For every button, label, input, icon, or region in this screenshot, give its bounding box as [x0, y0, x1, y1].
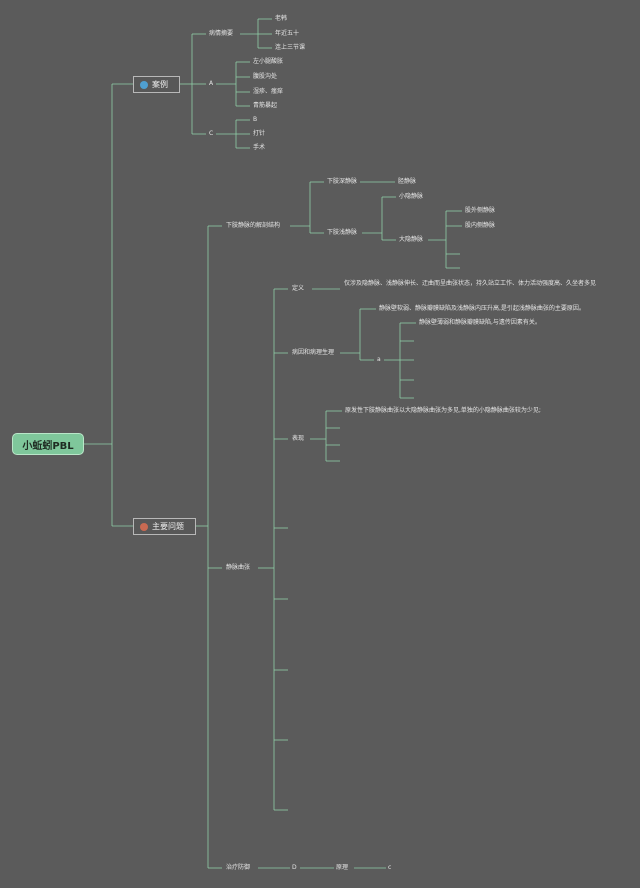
node-a[interactable]: A — [209, 80, 214, 87]
flag-icon — [140, 522, 148, 531]
node-great-saphenous[interactable]: 大隐静脉 — [399, 236, 424, 243]
node-a-item[interactable]: 腹股沟处 — [253, 73, 278, 80]
topic-case-label: 案例 — [152, 80, 168, 89]
node-great-saphenous-item[interactable]: 股内侧静脉 — [465, 222, 496, 229]
node-c-item[interactable]: B — [253, 116, 258, 123]
node-presentation-text[interactable]: 原发性下肢静脉曲张以大隐静脉曲张为多见,单独的小隐静脉曲张较为少见; — [345, 407, 541, 414]
node-c-item[interactable]: 手术 — [253, 144, 266, 151]
node-a-item[interactable]: 左小腿酸胀 — [253, 58, 284, 65]
topic-issues-label: 主要问题 — [152, 522, 184, 531]
node-presentation[interactable]: 表现 — [292, 435, 305, 442]
node-etiology[interactable]: 病因和病理生理 — [292, 349, 335, 356]
node-deep-vein-child[interactable]: 胫静脉 — [398, 178, 417, 185]
node-great-saphenous-item[interactable]: 股外侧静脉 — [465, 207, 496, 214]
node-a-item[interactable]: 青筋暴起 — [253, 102, 278, 109]
node-etiology-sub[interactable]: a — [377, 356, 381, 363]
node-superficial-vein[interactable]: 下肢浅静脉 — [327, 229, 358, 236]
node-history-item[interactable]: 年近五十 — [275, 30, 300, 37]
node-anatomy[interactable]: 下肢静脉的解剖结构 — [226, 222, 281, 229]
node-treatment[interactable]: 治疗防御 — [226, 864, 251, 871]
node-etiology-subtext[interactable]: 静脉壁薄弱和静脉瓣膜缺陷,与遗传因素有关。 — [419, 319, 541, 326]
topic-issues[interactable]: 主要问题 — [133, 518, 196, 535]
root-node[interactable]: 小蚯蚓PBL — [12, 433, 84, 455]
node-a-item[interactable]: 湿疹、瘙痒 — [253, 88, 284, 95]
node-history[interactable]: 病情摘要 — [209, 30, 234, 37]
node-c[interactable]: C — [209, 130, 214, 137]
node-etiology-text[interactable]: 静脉壁软弱、静脉瓣膜缺陷及浅静脉内压升高,是引起浅静脉曲张的主要原因。 — [379, 305, 585, 312]
node-treatment-leaf[interactable]: c — [388, 864, 392, 871]
topic-case[interactable]: 案例 — [133, 76, 180, 93]
node-c-item[interactable]: 打针 — [253, 130, 266, 137]
node-treatment-child[interactable]: D — [292, 864, 297, 871]
node-history-item[interactable]: 连上三节课 — [275, 44, 306, 51]
node-history-item[interactable]: 老韩 — [275, 15, 288, 22]
node-definition[interactable]: 定义 — [292, 285, 305, 292]
globe-icon — [140, 80, 148, 89]
node-deep-vein[interactable]: 下肢深静脉 — [327, 178, 358, 185]
node-varicose[interactable]: 静脉曲张 — [226, 564, 251, 571]
node-small-saphenous[interactable]: 小隐静脉 — [399, 193, 424, 200]
node-definition-text[interactable]: 仅涉及隐静脉、浅静脉伸长、迂曲而呈曲张状态，持久站立工作、体力活动强度高、久坐者… — [344, 280, 597, 287]
node-treatment-principle[interactable]: 原理 — [336, 864, 349, 871]
